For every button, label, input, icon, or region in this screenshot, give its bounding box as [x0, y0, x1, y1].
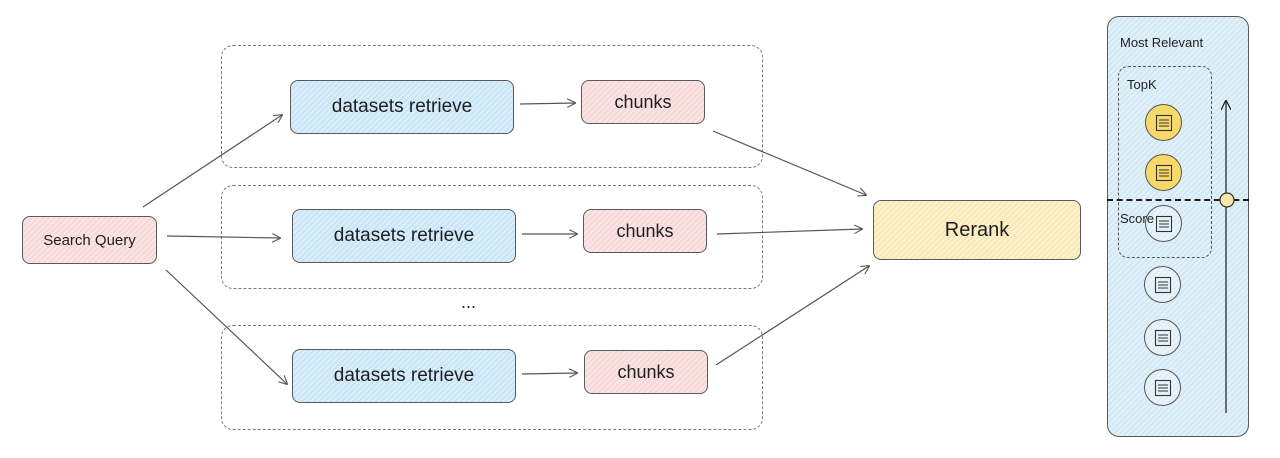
arrow-retrieve-to-chunks-3 — [521, 373, 577, 374]
document-lines-icon — [1155, 114, 1172, 131]
document-lines-icon — [1155, 164, 1172, 181]
document-lines-icon — [1154, 276, 1171, 293]
retrieval-group-3 — [221, 325, 763, 430]
arrow-query-to-retrieve-2 — [166, 236, 280, 238]
rerank-label: Rerank — [944, 218, 1010, 241]
more-rows-ellipsis: ... — [461, 292, 477, 312]
most-relevant-title: Most Relevant — [1120, 35, 1204, 50]
arrow-retrieve-to-chunks-1 — [519, 103, 575, 104]
chunks-node-1: chunks — [581, 80, 705, 124]
chunks-node-2: chunks — [583, 209, 707, 253]
datasets-retrieve-node-1: datasets retrieve — [290, 80, 514, 134]
ranked-document-6 — [1144, 369, 1181, 406]
chunks-label: chunks — [614, 91, 672, 112]
search-query-node: Search Query — [22, 216, 157, 264]
topk-group — [1118, 66, 1212, 258]
chunks-label: chunks — [617, 361, 675, 382]
datasets-retrieve-label: datasets retrieve — [331, 96, 473, 117]
arrow-query-to-retrieve-1 — [142, 115, 282, 208]
ranked-document-4 — [1144, 266, 1181, 303]
score-cutoff-line — [1107, 199, 1249, 201]
chunks-node-3: chunks — [584, 350, 708, 394]
ranked-document-5 — [1144, 319, 1181, 356]
topk-label: TopK — [1127, 77, 1157, 92]
datasets-retrieve-label: datasets retrieve — [333, 365, 475, 386]
document-lines-icon — [1155, 215, 1172, 232]
rerank-node: Rerank — [873, 200, 1081, 260]
arrow-chunks-to-rerank-1 — [712, 130, 866, 195]
document-lines-icon — [1154, 379, 1171, 396]
datasets-retrieve-node-3: datasets retrieve — [292, 349, 516, 403]
document-lines-icon — [1154, 329, 1171, 346]
search-query-label: Search Query — [43, 231, 136, 249]
arrow-query-to-retrieve-3 — [165, 269, 287, 384]
ranked-document-1 — [1145, 104, 1182, 141]
ranked-document-3 — [1145, 205, 1182, 242]
datasets-retrieve-label: datasets retrieve — [333, 225, 475, 246]
score-label: Score — [1120, 211, 1154, 226]
arrow-chunks-to-rerank-2 — [716, 229, 862, 235]
chunks-label: chunks — [616, 220, 674, 241]
arrow-chunks-to-rerank-3 — [715, 266, 869, 366]
retrieval-group-1 — [221, 45, 763, 168]
ranked-document-2 — [1145, 154, 1182, 191]
datasets-retrieve-node-2: datasets retrieve — [292, 209, 516, 263]
slider-thumb-icon — [1219, 192, 1235, 208]
